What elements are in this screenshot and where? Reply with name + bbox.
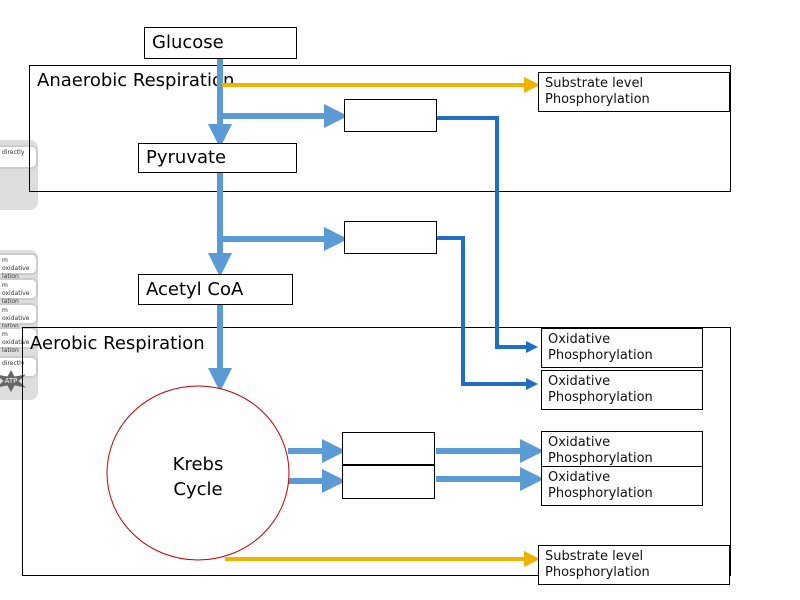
krebs-cycle-label: Krebs Cycle [172, 454, 224, 500]
oxidative-phosphorylation-4: Oxidative Phosphorylation [541, 466, 703, 506]
aerobic-region [22, 327, 731, 576]
arrow-box2-ox2 [436, 236, 538, 390]
side-item: m oxidative lation [0, 327, 38, 354]
empty-box-3 [342, 432, 435, 465]
substrate-phosphorylation-top: Substrate level Phosphorylation [538, 72, 730, 112]
empty-box-1 [344, 99, 437, 132]
oxidative-phosphorylation-2: Oxidative Phosphorylation [541, 370, 703, 410]
empty-box-2 [344, 221, 437, 254]
anaerobic-title: Anaerobic Respiration [37, 70, 235, 91]
acetyl-coa-node: Acetyl CoA [138, 274, 293, 305]
substrate-phosphorylation-bottom: Substrate level Phosphorylation [538, 545, 730, 585]
side-item: directly [0, 145, 38, 169]
side-item: m oxidative lation [0, 303, 38, 330]
oxidative-phosphorylation-3: Oxidative Phosphorylation [541, 431, 703, 470]
anaerobic-region [29, 65, 731, 192]
aerobic-title: Aerobic Respiration [30, 333, 205, 354]
arrow-box1-ox1 [436, 116, 538, 353]
pyruvate-node: Pyruvate [138, 143, 297, 173]
krebs-cycle-circle [106, 385, 290, 561]
side-item: m oxidative lation [0, 253, 38, 280]
oxidative-phosphorylation-1: Oxidative Phosphorylation [541, 328, 703, 368]
empty-box-4 [342, 465, 435, 499]
glucose-node: Glucose [144, 27, 297, 59]
side-item: m oxidative lation [0, 278, 38, 305]
